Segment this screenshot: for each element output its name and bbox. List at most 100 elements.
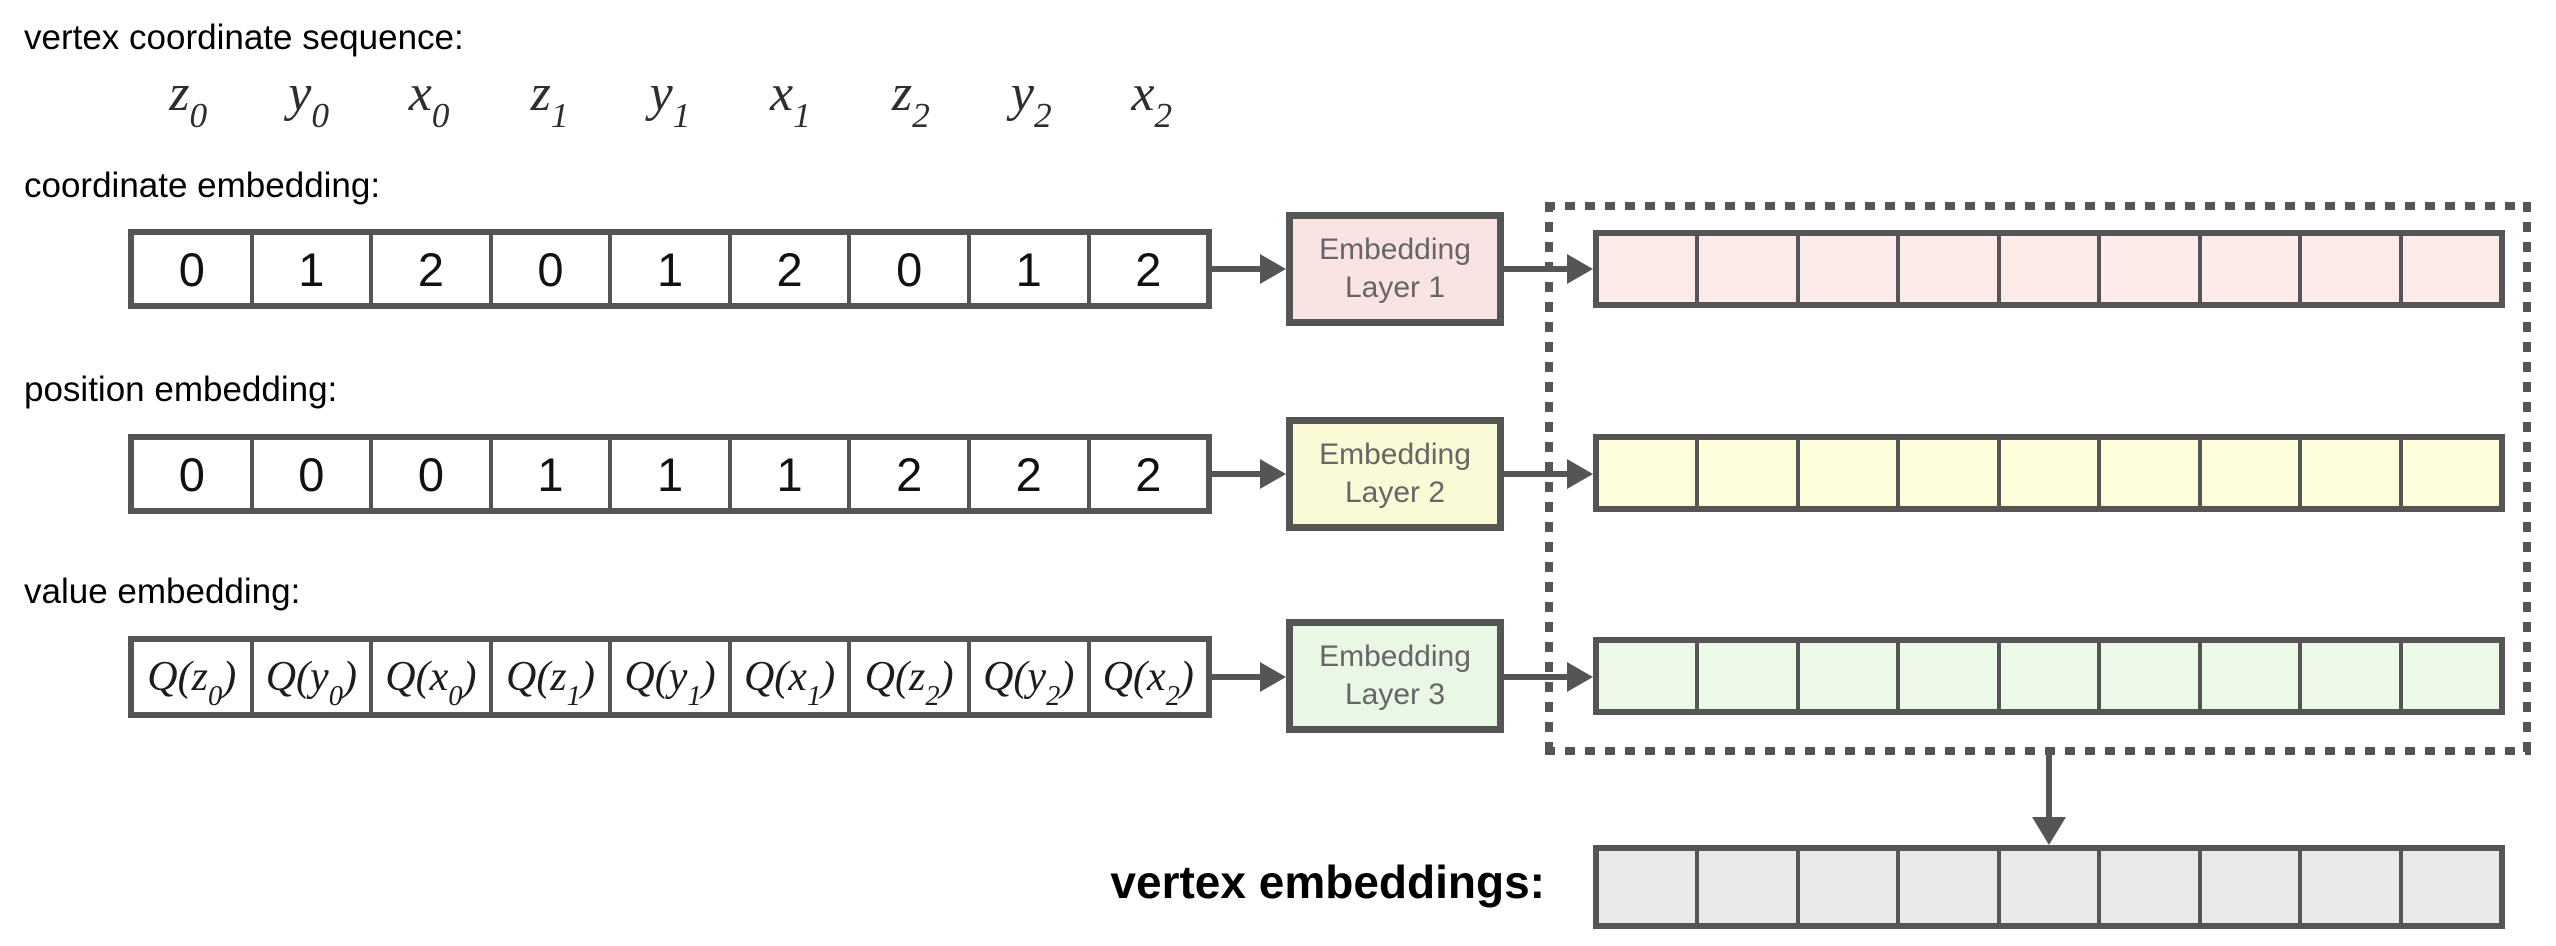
position-cell: 0	[134, 440, 254, 508]
vertex-embedding-cell	[2403, 851, 2499, 923]
vertex-embedding-cell	[1900, 851, 2001, 923]
embedding-layer-3-box: Embedding Layer 3	[1286, 619, 1504, 733]
coordinate-cell: 0	[493, 235, 613, 303]
value-cell: Q(y1)	[612, 642, 732, 712]
value-embedding-input-row: Q(z0) Q(y0) Q(x0) Q(z1) Q(y1)Q(x1) Q(z2) Q(y2)…	[128, 636, 1212, 718]
vertex-embedding-cell	[2001, 851, 2102, 923]
value-cell: Q(z1)	[493, 642, 613, 712]
position-cell: 2	[1135, 447, 1162, 501]
sequence-token: y2	[971, 58, 1091, 136]
label-vertex-coordinate-sequence: vertex coordinate sequence:	[24, 18, 464, 57]
value-embedding-cell	[1599, 643, 1700, 709]
arrow-value-to-layer3	[1212, 662, 1286, 692]
value-embedding-cell	[2202, 643, 2303, 709]
position-embedding-cell	[1800, 440, 1901, 506]
embedding-layer-3-line2: Layer 3	[1344, 678, 1446, 711]
value-cell: Q(z0)	[134, 642, 254, 712]
sequence-token: x2	[1092, 58, 1212, 136]
coordinate-embedding-cell	[2403, 236, 2499, 302]
embedding-layer-3-line1: Embedding	[1319, 640, 1471, 673]
value-embedding-cell	[2403, 643, 2499, 709]
label-vertex-embeddings: vertex embeddings:	[1110, 856, 1545, 908]
math-symbol: Q(y0)	[265, 654, 357, 712]
embedding-layer-2-line1: Embedding	[1319, 438, 1471, 471]
vertex-embedding-cell	[1699, 851, 1800, 923]
coordinate-cell: 0	[134, 235, 254, 303]
position-embedding-cell	[1900, 440, 2001, 506]
coordinate-embedding-cell	[1699, 236, 1800, 302]
coordinate-cell: 1	[612, 235, 732, 303]
arrowhead-icon	[2032, 817, 2066, 845]
vertex-embedding-cell	[2202, 851, 2303, 923]
arrow-shaft	[1212, 674, 1260, 680]
position-cell: 1	[612, 440, 732, 508]
position-embedding-cell	[2001, 440, 2102, 506]
math-symbol: Q(z0)	[147, 654, 237, 712]
position-cell: 1	[732, 440, 852, 508]
math-symbol: Q(x1)	[743, 654, 836, 712]
arrow-shaft	[1212, 266, 1260, 272]
math-symbol: Q(x0)	[385, 654, 477, 712]
arrow-shaft	[1504, 266, 1567, 272]
math-symbol: Q(x2)	[1102, 654, 1194, 712]
coordinate-embedding-cell	[2202, 236, 2303, 302]
vertex-embedding-cell	[2101, 851, 2202, 923]
coordinate-embedding-cell	[2101, 236, 2202, 302]
arrow-shaft	[1504, 674, 1567, 680]
vertex-embedding-cell	[1599, 851, 1700, 923]
position-embedding-cell	[2202, 440, 2303, 506]
position-embedding-cell	[1599, 440, 1700, 506]
math-symbol: z1	[530, 64, 569, 136]
arrowhead-icon	[1260, 662, 1286, 692]
vertex-embedding-cell	[2302, 851, 2403, 923]
coordinate-cell: 2	[1135, 242, 1162, 296]
math-symbol: Q(z2)	[864, 654, 954, 712]
coordinate-embedding-cell	[2302, 236, 2403, 302]
position-embedding-cell	[2101, 440, 2202, 506]
value-embedding-cell	[2302, 643, 2403, 709]
embedding-layer-2-box: Embedding Layer 2	[1286, 417, 1504, 531]
sequence-token: z0	[128, 58, 248, 133]
sequence-token: z2	[851, 58, 971, 133]
embedding-layer-1-box: Embedding Layer 1	[1286, 212, 1504, 326]
value-embedding-cell	[2001, 643, 2102, 709]
position-cell: 1	[493, 440, 613, 508]
label-value-embedding: value embedding:	[24, 572, 301, 611]
coordinate-cell: 1	[971, 235, 1091, 303]
value-cell: Q(y2)	[971, 642, 1091, 712]
coordinate-cell: 0	[851, 235, 971, 303]
math-symbol: y2	[1010, 64, 1052, 136]
value-cell: Q(x1)	[732, 642, 852, 712]
value-embedding-cell	[1699, 643, 1800, 709]
coordinate-embedding-cell	[1800, 236, 1901, 302]
arrow-position-to-layer2	[1212, 459, 1286, 489]
math-symbol: Q(y2)	[983, 654, 1075, 712]
label-position-embedding: position embedding:	[24, 370, 338, 409]
arrow-shaft	[1212, 471, 1260, 477]
math-symbol: Q(z1)	[505, 654, 595, 712]
value-embedding-output-row	[1593, 637, 2505, 715]
coordinate-cell: 2	[373, 235, 493, 303]
vertex-embeddings-row	[1593, 845, 2505, 929]
sequence-token: y1	[610, 58, 730, 136]
sequence-token: z1	[489, 58, 609, 136]
math-symbol: y0	[288, 64, 330, 136]
coordinate-embedding-cell	[2001, 236, 2102, 302]
position-embedding-output-row	[1593, 434, 2505, 512]
value-cell: Q(z2)	[851, 642, 971, 712]
math-symbol: y1	[649, 64, 691, 136]
value-cell: Q(x2)	[1091, 642, 1207, 712]
embedding-layer-1-line2: Layer 1	[1344, 271, 1446, 304]
label-coordinate-embedding: coordinate embedding:	[24, 166, 381, 205]
arrow-shaft	[1504, 471, 1567, 477]
math-symbol: x1	[770, 64, 811, 136]
position-cell: 0	[373, 440, 493, 508]
math-symbol: x2	[1131, 64, 1173, 136]
value-embedding-cell	[1800, 643, 1901, 709]
embedding-layer-1-line1: Embedding	[1319, 233, 1471, 266]
value-cell: Q(x0)	[373, 642, 493, 712]
